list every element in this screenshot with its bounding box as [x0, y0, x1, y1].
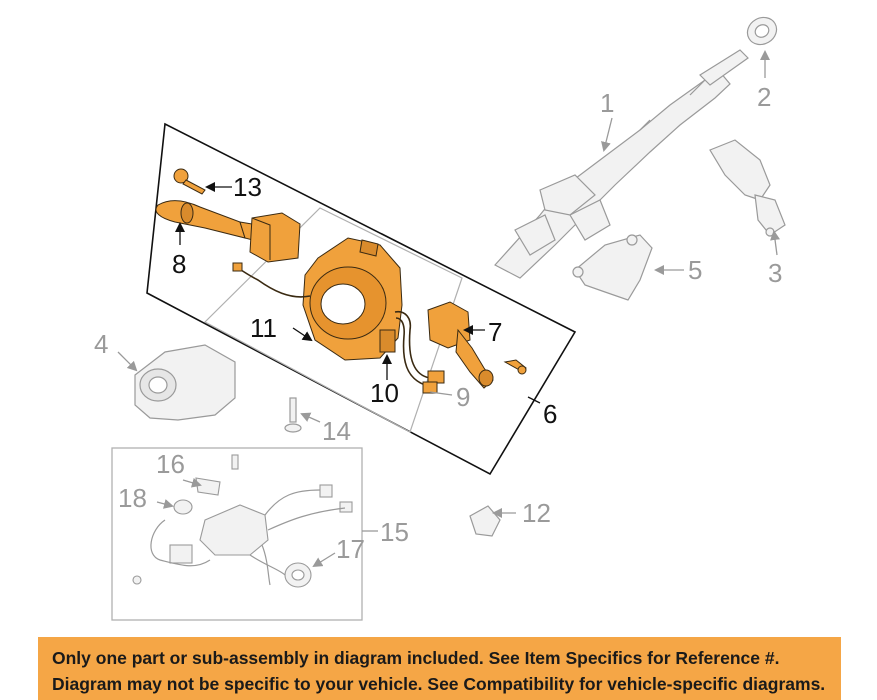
screw-13-illustration	[173, 168, 206, 195]
wire-harness-illustration	[237, 267, 431, 386]
callout-10: 10	[370, 378, 399, 408]
disclaimer-banner: Only one part or sub-assembly in diagram…	[38, 637, 841, 700]
callout-2: 2	[757, 82, 771, 112]
callout-4: 4	[94, 329, 108, 359]
callout-15: 15	[380, 517, 409, 547]
callout-17: 17	[336, 534, 365, 564]
turn-signal-lever-illustration	[155, 200, 261, 243]
switch-body-illustration	[249, 212, 301, 263]
disclaimer-line-1: Only one part or sub-assembly in diagram…	[52, 648, 780, 668]
wiper-lever-illustration	[427, 301, 494, 389]
steering-column-illustration	[494, 49, 749, 279]
disclaimer-line-2: Diagram may not be specific to your vehi…	[52, 674, 826, 694]
bolt-14-illustration	[284, 397, 302, 433]
screw-6-illustration	[503, 359, 527, 375]
callout-11: 11	[250, 313, 277, 343]
callout-18: 18	[118, 483, 147, 513]
callout-16: 16	[156, 449, 185, 479]
callout-13: 13	[233, 172, 262, 202]
clock-spring-illustration	[302, 237, 403, 361]
universal-joint-illustration	[709, 139, 786, 237]
callout-12: 12	[522, 498, 551, 528]
column-bracket-illustration	[572, 234, 653, 301]
callout-9: 9	[456, 382, 470, 412]
callout-5: 5	[688, 255, 702, 285]
clip-12-illustration	[469, 505, 501, 537]
callout-1: 1	[600, 88, 614, 118]
callout-7: 7	[488, 317, 502, 347]
column-cover-illustration	[134, 344, 236, 421]
combination-switch-group	[146, 122, 577, 476]
callout-3: 3	[768, 258, 782, 288]
callout-8: 8	[172, 249, 186, 279]
leader-lines	[117, 50, 780, 568]
connector-illustration	[232, 262, 445, 394]
callout-6: 6	[543, 399, 557, 429]
callout-14: 14	[322, 416, 351, 446]
ignition-switch-group	[111, 447, 363, 621]
bearing-ring-illustration	[746, 16, 778, 46]
